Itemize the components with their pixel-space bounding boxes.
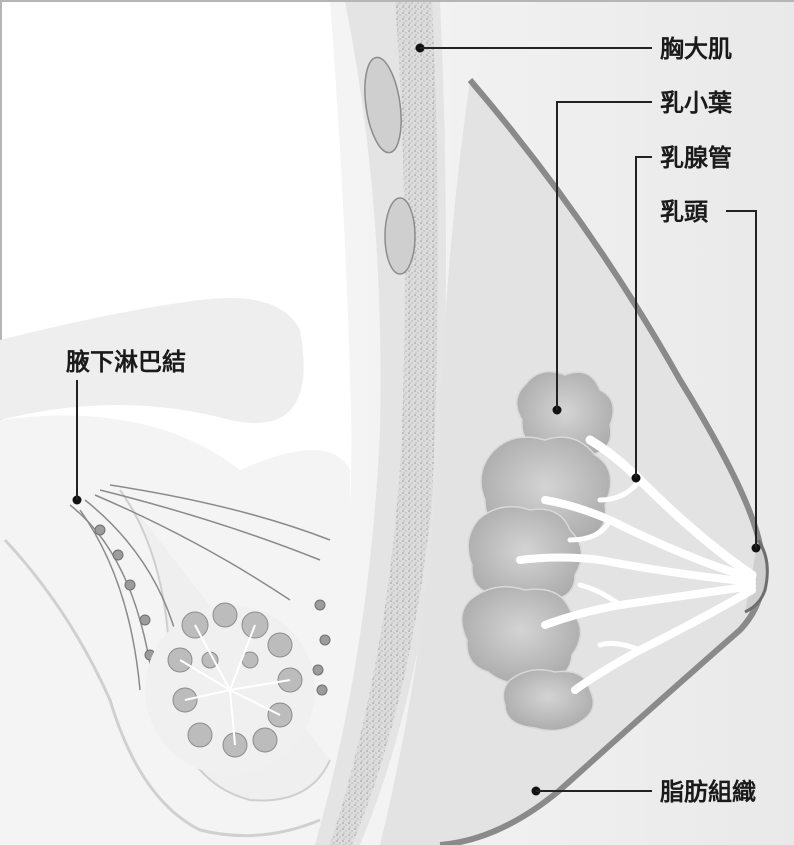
label-fat-tissue: 脂肪組織 bbox=[660, 778, 756, 806]
rib-section bbox=[385, 198, 415, 274]
label-lobules: 乳小葉 bbox=[660, 89, 733, 117]
label-pectoralis-major: 胸大肌 bbox=[660, 35, 732, 63]
label-axillary-lymph-nodes: 腋下淋巴結 bbox=[66, 348, 186, 376]
label-nipple: 乳頭 bbox=[660, 198, 709, 226]
label-milk-ducts: 乳腺管 bbox=[660, 144, 732, 172]
